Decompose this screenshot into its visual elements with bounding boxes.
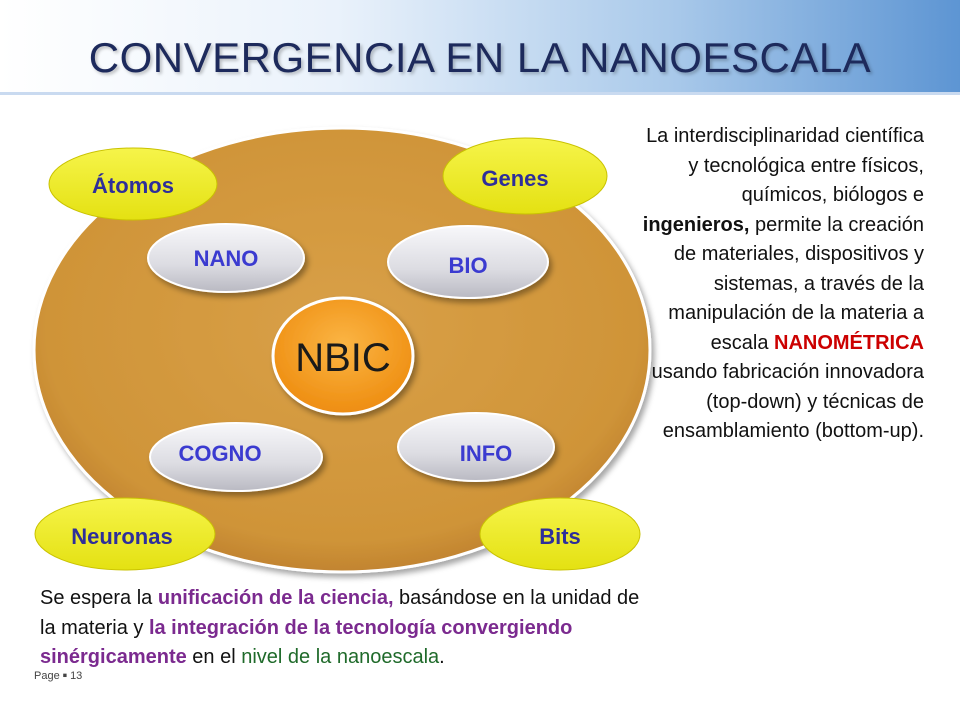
label-info: INFO [460, 441, 513, 466]
pill-neuronas: Neuronas [34, 497, 216, 571]
page-number: Page ■ 13 [34, 670, 83, 682]
label-cogno: COGNO [178, 441, 261, 466]
pill-cogno: COGNO [149, 422, 323, 492]
label-bits: Bits [539, 524, 581, 549]
pill-bits: Bits [479, 497, 641, 571]
conclusion-paragraph: Se espera la unificación de la ciencia, … [40, 587, 640, 668]
label-nano: NANO [194, 246, 259, 271]
center-nbic: NBIC [271, 296, 415, 416]
pill-bio: BIO [387, 225, 549, 299]
pill-info: INFO [397, 412, 555, 482]
slide-title: CONVERGENCIA EN LA NANOESCALA [88, 34, 872, 81]
label-bio: BIO [448, 253, 487, 278]
pill-genes: Genes [442, 137, 608, 215]
description-paragraph: La interdisciplinaridad científica y tec… [642, 125, 924, 442]
pill-nano: NANO [147, 223, 305, 293]
pill-atomos: Átomos [48, 147, 218, 221]
header-rule [0, 92, 960, 95]
label-neuronas: Neuronas [71, 524, 172, 549]
label-genes: Genes [481, 166, 548, 191]
label-atomos: Átomos [92, 173, 174, 198]
header-band [0, 0, 960, 95]
label-nbic: NBIC [295, 336, 391, 380]
